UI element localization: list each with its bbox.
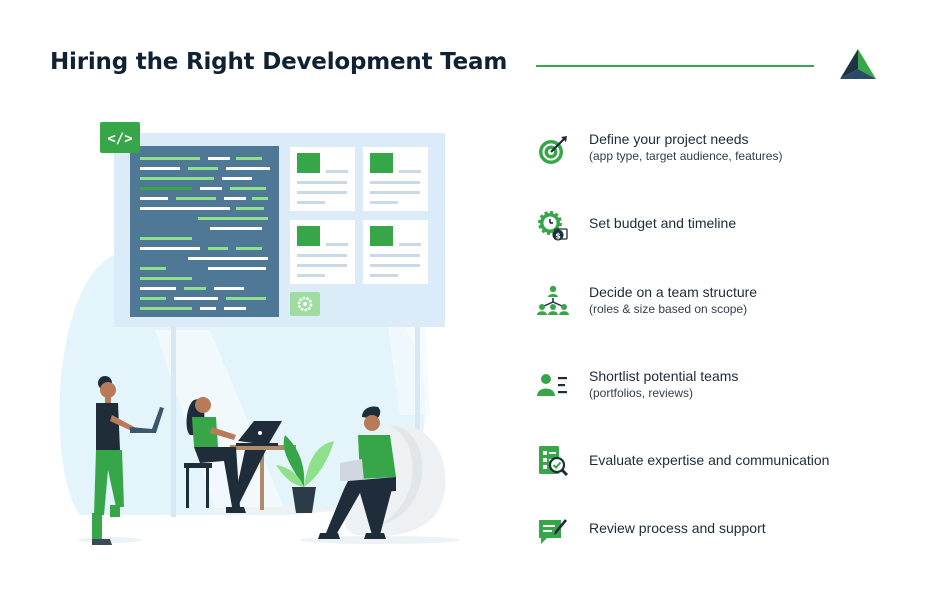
plant (276, 435, 334, 513)
page-title: Hiring the Right Development Team (50, 49, 508, 75)
steps-list: Define your project needs (app type, tar… (532, 0, 912, 595)
triangle-peak-logo-icon (840, 49, 876, 79)
code-tag-icon: </> (107, 131, 132, 147)
step-sub: (roles & size based on scope) (589, 302, 748, 316)
step-label: Define your project needs (589, 131, 749, 147)
desk (230, 445, 296, 510)
step-label: Evaluate expertise and communication (589, 452, 830, 468)
content-card (290, 147, 355, 211)
step-label: Review process and support (589, 520, 766, 536)
code-lines (140, 157, 270, 310)
svg-text:$: $ (555, 232, 561, 241)
content-card (290, 220, 355, 284)
step-label: Decide on a team structure (589, 284, 758, 300)
code-tag-badge (100, 122, 140, 153)
team-structure-icon (537, 285, 569, 315)
settings-gear-icon (290, 292, 320, 316)
content-card (363, 147, 428, 211)
content-card (363, 220, 428, 284)
target-icon (539, 136, 567, 164)
review-chat-icon (539, 519, 567, 544)
step-sub: (app type, target audience, features) (589, 149, 783, 163)
checklist-evaluate-icon (539, 446, 569, 477)
title-divider (536, 65, 814, 67)
shortlist-icon (537, 374, 567, 396)
code-screen (130, 146, 279, 317)
step-sub: (portfolios, reviews) (589, 386, 694, 400)
sitting-woman-figure (186, 397, 282, 513)
budget-timeline-icon: $ (538, 211, 568, 241)
sitting-man-figure (318, 406, 396, 539)
step-label: Set budget and timeline (589, 215, 737, 231)
step-label: Shortlist potential teams (589, 368, 739, 384)
team-illustration: </> (59, 122, 460, 545)
standing-woman-figure (92, 376, 164, 545)
